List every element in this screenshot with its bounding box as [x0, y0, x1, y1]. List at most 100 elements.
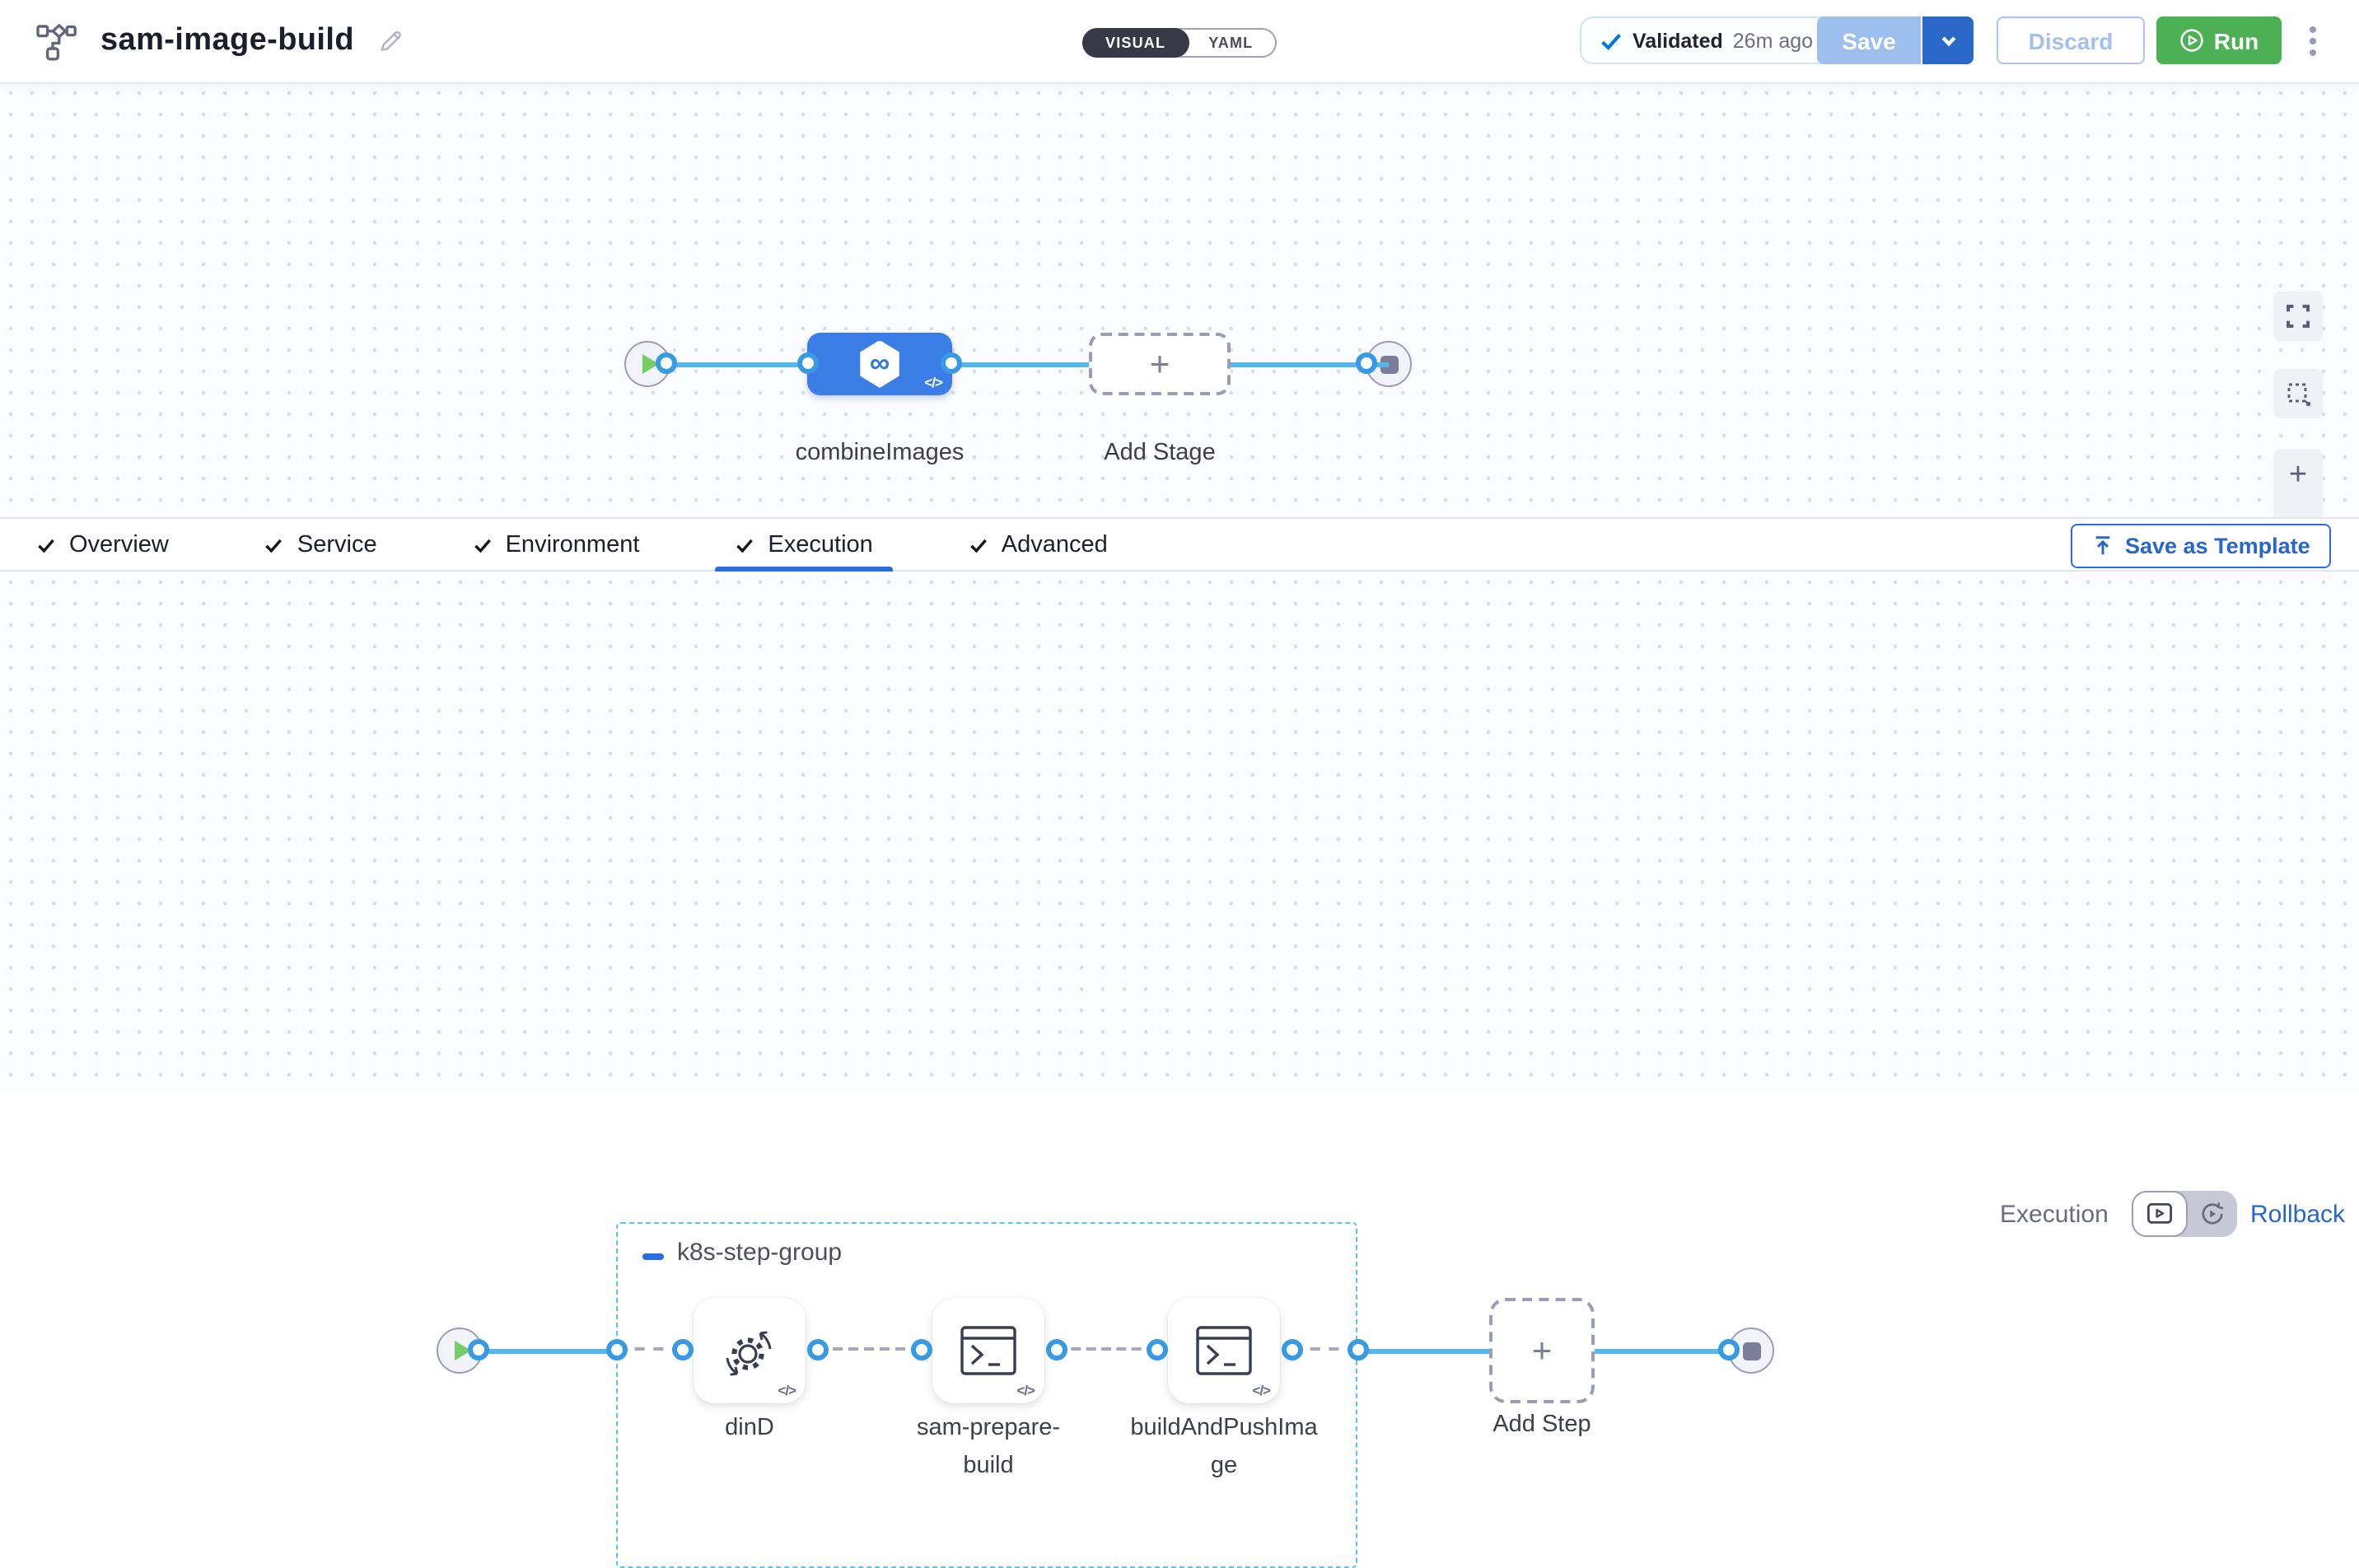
tab-label: Environment: [505, 531, 640, 558]
terminal-icon: [1196, 1326, 1252, 1375]
connector-port[interactable]: [1356, 352, 1377, 374]
discard-button[interactable]: Discard: [1997, 16, 2145, 64]
kebab-menu-icon: [2310, 26, 2316, 33]
collapse-group-button[interactable]: [642, 1253, 664, 1259]
tab-overview[interactable]: Overview: [16, 519, 189, 570]
code-icon: </>: [1252, 1382, 1271, 1398]
validated-badge[interactable]: Validated 26m ago: [1580, 16, 1833, 64]
more-options-button[interactable]: [2296, 20, 2329, 63]
visual-yaml-toggle: VISUAL YAML: [1082, 28, 1277, 58]
active-tab-indicator: [715, 566, 893, 572]
connector-port[interactable]: [1046, 1339, 1067, 1360]
tab-label: Execution: [768, 531, 873, 558]
connector-line: [666, 362, 807, 366]
run-play-icon: [2180, 29, 2203, 52]
check-icon: [1601, 33, 1621, 50]
pipeline-title: sam-image-build: [100, 23, 354, 58]
zoom-in-button[interactable]: +: [2273, 450, 2323, 501]
save-as-template-button[interactable]: Save as Template: [2071, 524, 2332, 568]
step-dind[interactable]: </>: [694, 1298, 806, 1403]
connector-line-dashed: [1056, 1347, 1156, 1351]
step-label: dinD: [725, 1415, 774, 1441]
tab-execution[interactable]: Execution: [715, 519, 893, 572]
toggle-yaml[interactable]: YAML: [1208, 35, 1254, 51]
plus-icon: +: [2288, 457, 2308, 492]
stage-config-tabs: Overview Service Environment Execution A…: [0, 517, 2359, 572]
pencil-icon[interactable]: [377, 28, 404, 54]
plus-icon: +: [1149, 345, 1170, 383]
connector-line: [1231, 362, 1389, 366]
step-buildandpushimage[interactable]: </>: [1168, 1298, 1280, 1403]
run-button[interactable]: Run: [2156, 16, 2282, 64]
step-label: sam-prepare-build: [916, 1415, 1061, 1479]
stage-combineimages[interactable]: ∞ </>: [807, 333, 952, 395]
connector-line: [478, 1349, 616, 1353]
validated-time: 26m ago: [1732, 29, 1814, 52]
tab-environment[interactable]: Environment: [453, 519, 660, 570]
step-group-name: k8s-step-group: [677, 1239, 843, 1267]
connector-port[interactable]: [1348, 1339, 1369, 1360]
save-as-template-label: Save as Template: [2125, 534, 2310, 558]
code-icon: </>: [924, 374, 943, 390]
connector-line: [1595, 1349, 1728, 1353]
add-step-button[interactable]: +: [1489, 1298, 1595, 1403]
add-step-label: Add Step: [1492, 1412, 1591, 1438]
connector-port[interactable]: [672, 1339, 694, 1360]
connector-port[interactable]: [941, 352, 962, 374]
connector-port[interactable]: [606, 1339, 628, 1360]
pipeline-studio-header: sam-image-build VISUAL YAML Validated 26…: [0, 0, 2359, 82]
connector-port[interactable]: [1282, 1339, 1303, 1360]
rollback-mode-button[interactable]: [2188, 1191, 2237, 1237]
stop-icon: [1742, 1342, 1760, 1360]
connector-line: [1357, 1349, 1489, 1353]
tab-advanced[interactable]: Advanced: [949, 519, 1128, 570]
upload-icon: [2095, 536, 2110, 555]
execution-rollback-toggle: [2132, 1191, 2237, 1237]
plus-icon: +: [1531, 1332, 1553, 1370]
tab-label: Advanced: [1001, 531, 1108, 558]
connector-line-dashed: [817, 1347, 921, 1351]
connector-port[interactable]: [1147, 1339, 1168, 1360]
execution-canvas[interactable]: Execution Rollback k8s-step-group: [0, 572, 2359, 1568]
fullscreen-button[interactable]: [2273, 292, 2323, 341]
stop-icon: [1380, 355, 1398, 373]
connector-port[interactable]: [911, 1339, 932, 1360]
connector-port[interactable]: [797, 352, 819, 374]
step-label: buildAndPushImage: [1130, 1415, 1318, 1479]
play-icon: [642, 354, 658, 374]
marquee-select-icon: [2287, 382, 2310, 406]
add-stage-label: Add Stage: [1104, 440, 1216, 466]
code-icon: </>: [1016, 1382, 1035, 1398]
check-icon: [38, 538, 54, 553]
tab-label: Overview: [69, 531, 169, 558]
check-icon: [969, 538, 987, 553]
pipeline-icon: [36, 23, 77, 60]
connector-line: [952, 362, 1089, 366]
tab-label: Service: [297, 531, 377, 558]
marquee-select-button[interactable]: [2273, 369, 2323, 418]
stage-label: combineImages: [795, 440, 965, 466]
gear-sync-icon: [726, 1331, 772, 1376]
terminal-icon: [960, 1326, 1016, 1375]
execution-mode-button[interactable]: [2132, 1191, 2188, 1237]
save-button[interactable]: Save: [1817, 16, 1921, 64]
connector-port[interactable]: [468, 1339, 489, 1360]
tab-service[interactable]: Service: [245, 519, 397, 570]
rollback-link[interactable]: Rollback: [2250, 1201, 2346, 1229]
run-label: Run: [2213, 27, 2259, 54]
connector-port[interactable]: [807, 1339, 829, 1360]
validated-label: Validated: [1633, 29, 1723, 52]
check-icon: [474, 538, 491, 553]
connector-port[interactable]: [1718, 1339, 1740, 1360]
check-icon: [736, 538, 754, 553]
execution-mode-label: Execution: [2000, 1201, 2109, 1229]
step-sam-prepare-build[interactable]: </>: [932, 1298, 1044, 1403]
pipeline-canvas[interactable]: ∞ </> + combineImages Add Stage: [0, 82, 2359, 552]
toggle-visual[interactable]: VISUAL: [1082, 28, 1189, 58]
rollback-circle-icon: [2202, 1202, 2224, 1225]
fullscreen-icon: [2287, 305, 2310, 328]
connector-port[interactable]: [656, 352, 677, 374]
save-dropdown-button[interactable]: [1921, 16, 1974, 64]
add-stage-button[interactable]: +: [1089, 333, 1231, 395]
code-icon: </>: [778, 1382, 796, 1398]
